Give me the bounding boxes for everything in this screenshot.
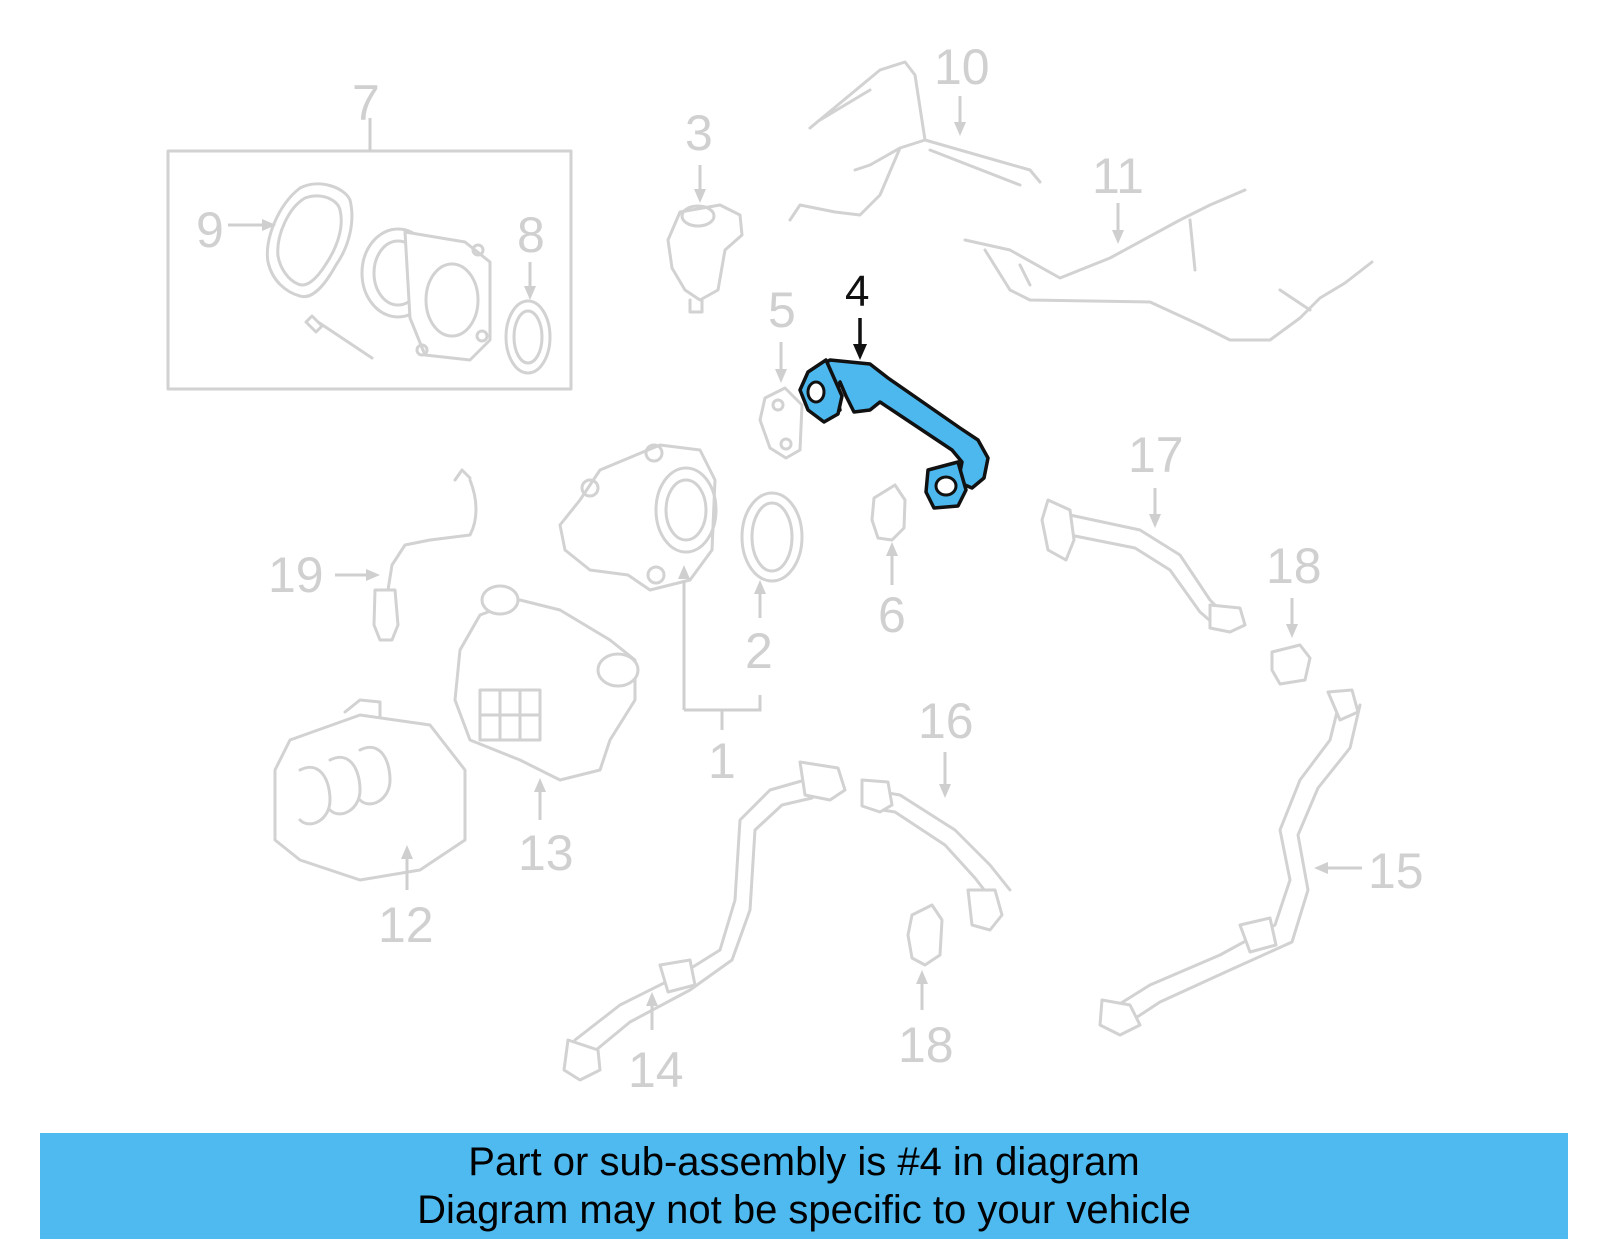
arrow-8 bbox=[524, 286, 536, 300]
part-group-7: 7 9 8 bbox=[166, 75, 573, 391]
part-14-pipe: 14 bbox=[562, 760, 847, 1098]
callout-1: 1 bbox=[708, 733, 736, 789]
callout-18-right: 18 bbox=[1266, 538, 1322, 594]
highlighted-part-4-pipe: 4 bbox=[798, 267, 990, 510]
callout-17: 17 bbox=[1128, 427, 1184, 483]
callout-10: 10 bbox=[934, 39, 990, 95]
gasket-2: 2 bbox=[740, 491, 804, 679]
part-15-pipe: 15 bbox=[1098, 688, 1424, 1037]
valve-body bbox=[360, 227, 492, 362]
callout-18-bottom: 18 bbox=[898, 1017, 954, 1073]
part-11-pipe: 11 bbox=[963, 148, 1374, 342]
callout-19: 19 bbox=[268, 547, 324, 603]
callout-3: 3 bbox=[685, 105, 713, 161]
callout-9: 9 bbox=[196, 202, 224, 258]
callout-13: 13 bbox=[518, 825, 574, 881]
gasket-5: 5 bbox=[758, 282, 804, 460]
part-1-throttle-body: 1 bbox=[558, 443, 762, 789]
part-10-pipe: 10 bbox=[788, 39, 1042, 222]
part-3-solenoid: 3 bbox=[666, 105, 744, 314]
callout-12: 12 bbox=[378, 897, 434, 953]
callout-16: 16 bbox=[918, 693, 974, 749]
o-ring-8 bbox=[504, 299, 552, 375]
arrow-9 bbox=[262, 219, 276, 231]
part-17-pipe: 17 bbox=[1040, 427, 1247, 634]
callout-15: 15 bbox=[1368, 843, 1424, 899]
bolt bbox=[304, 314, 374, 360]
gasket-18-bottom: 18 bbox=[898, 903, 954, 1073]
banner-line-2: Diagram may not be specific to your vehi… bbox=[417, 1188, 1191, 1232]
callout-14: 14 bbox=[628, 1042, 684, 1098]
gasket-6: 6 bbox=[870, 483, 907, 643]
arrow-4 bbox=[853, 344, 867, 360]
callout-5: 5 bbox=[768, 282, 796, 338]
part-13-egr-valve: 13 bbox=[453, 584, 640, 881]
callout-11: 11 bbox=[1092, 148, 1144, 204]
callout-4: 4 bbox=[845, 267, 869, 316]
info-banner: Part or sub-assembly is #4 in diagram Di… bbox=[40, 1133, 1568, 1239]
part-16-pipe: 16 bbox=[860, 693, 1012, 932]
callout-7: 7 bbox=[352, 75, 380, 131]
gasket-18-right: 18 bbox=[1266, 538, 1322, 686]
callout-6: 6 bbox=[878, 587, 906, 643]
callout-8: 8 bbox=[517, 207, 545, 263]
callout-2: 2 bbox=[745, 623, 773, 679]
banner-line-1: Part or sub-assembly is #4 in diagram bbox=[468, 1140, 1140, 1184]
gasket-9 bbox=[265, 182, 354, 299]
part-12-cooler: 12 bbox=[273, 698, 467, 953]
part-19-sensor: 19 bbox=[268, 468, 478, 642]
